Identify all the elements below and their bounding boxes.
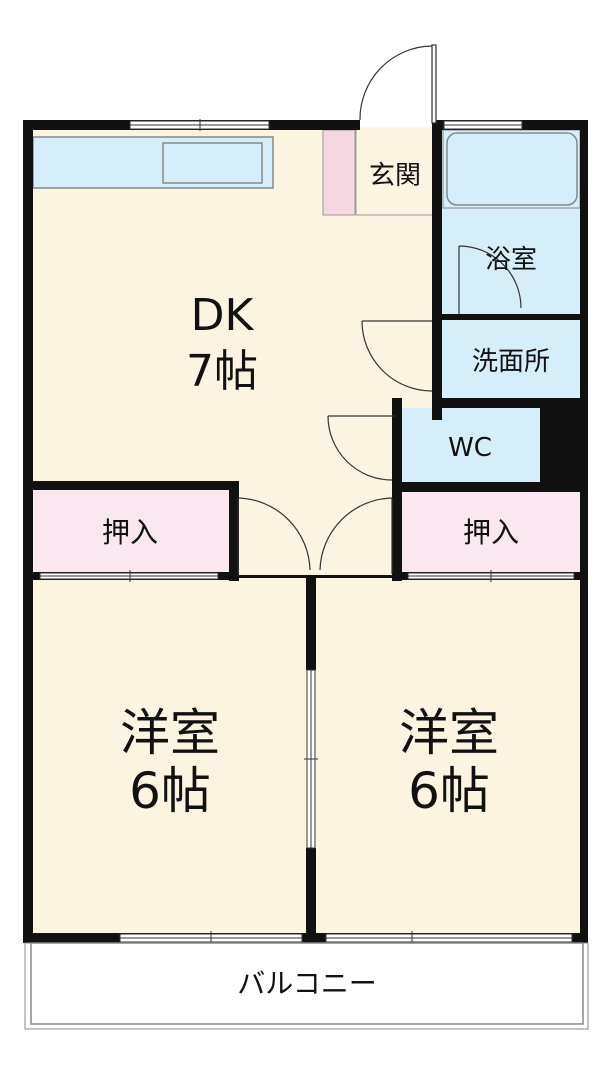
balcony [30,942,584,1025]
washroom-floor [440,318,582,398]
genkan-label: 玄関 [369,161,421,191]
western-room-left-label: 洋室 [120,704,220,762]
washroom-label: 洗面所 [472,347,550,377]
balcony-label: バルコニー [237,967,376,1000]
closet-right-label: 押入 [463,516,519,549]
windows [39,119,575,945]
wc-floor [400,408,540,483]
western-room-right-size: 6帖 [408,762,490,820]
western-room-right-floor [316,578,582,938]
genkan-step [322,129,356,216]
dk-label: DK [191,290,255,341]
closet-left-label: 押入 [102,516,158,549]
closet-right-floor [401,490,582,576]
bath-label: 浴室 [485,245,537,275]
closet-left-floor [31,490,229,576]
dk-size: 7帖 [186,346,258,397]
western-room-left-floor [29,578,311,938]
kitchen-sink [162,142,263,184]
western-room-right-label: 洋室 [399,704,499,762]
doors [237,44,522,574]
wc-label: WC [448,433,492,463]
bathtub [446,132,578,206]
western-room-left-size: 6帖 [129,762,211,820]
